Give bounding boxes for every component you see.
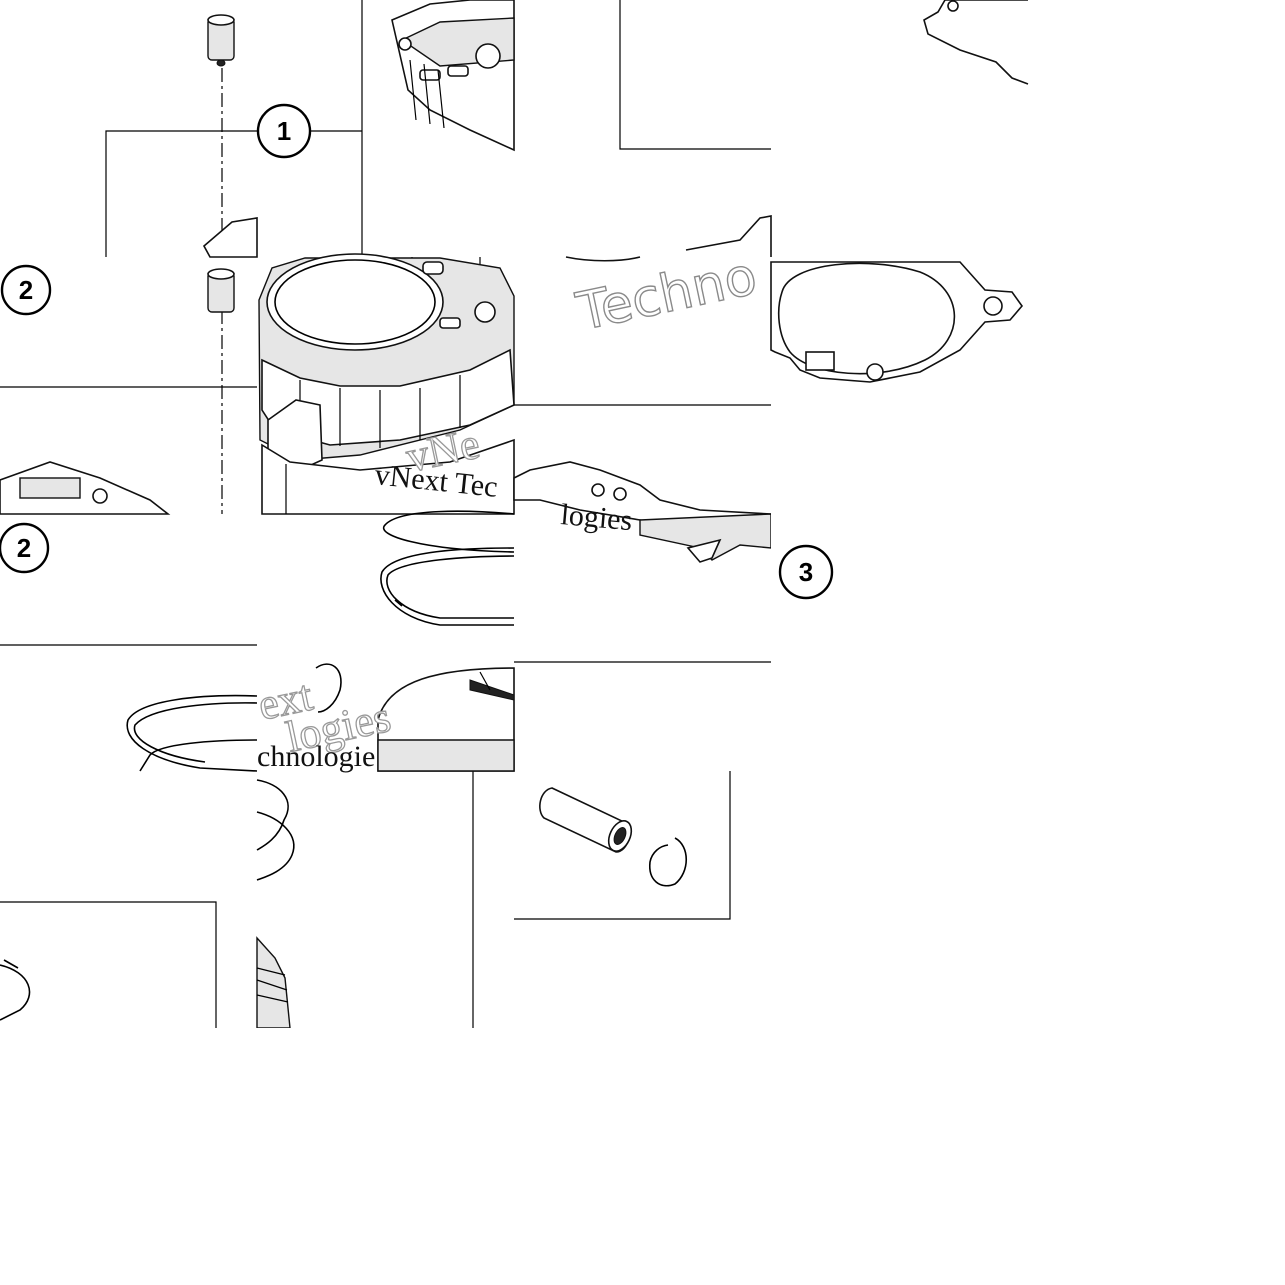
cylinder-fragment-left [0, 461, 171, 515]
piston-rings-lower [0, 694, 295, 1021]
piston-fragment-bottom [256, 936, 291, 1029]
callout-3: 3 [778, 544, 834, 600]
piston-skirt [639, 513, 772, 563]
gasket-fragment-mid [565, 215, 772, 262]
circlip-upper [315, 663, 342, 713]
callout-2-upper: 2 [0, 264, 52, 316]
cylinder-head-fragment [391, 0, 515, 152]
watermark-ext: ext [254, 671, 317, 730]
leader-lines [0, 0, 771, 1028]
callout-2-lower: 2 [0, 522, 50, 574]
piston-crown [377, 667, 515, 772]
piston-pin [539, 787, 633, 853]
circlip-lower [649, 837, 688, 887]
dowel-pin-top [207, 14, 235, 67]
head-fragment-small [202, 217, 258, 258]
callout-2-lower-label: 2 [17, 533, 31, 563]
watermark-chnologie: chnologie [257, 740, 375, 773]
callout-3-label: 3 [799, 557, 813, 587]
base-gasket [770, 261, 1024, 383]
cylinder-block [258, 253, 515, 515]
callout-1-label: 1 [277, 116, 291, 146]
callout-2-upper-label: 2 [19, 275, 33, 305]
gasket-corner-top [923, 0, 1029, 85]
piston-rings-upper [380, 510, 515, 626]
callout-1: 1 [256, 103, 312, 159]
gasket-hole [947, 0, 959, 12]
dowel-pin-middle [207, 268, 235, 313]
watermark-logies-mid: logies [559, 498, 633, 537]
